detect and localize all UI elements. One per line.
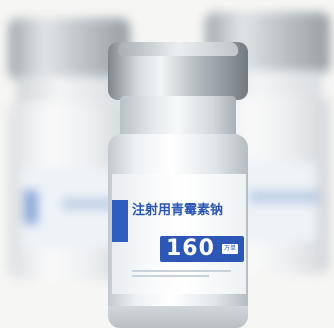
vial-label [22, 168, 122, 248]
dose-value: 160 [166, 236, 215, 261]
vial-label: 注射用青霉素钠 160 万单位 [112, 174, 246, 294]
vial-cap [108, 42, 248, 100]
vial-neck [16, 76, 122, 106]
front-vial: 注射用青霉素钠 160 万单位 [108, 42, 248, 328]
label-fine-lines [132, 270, 242, 280]
cap-top [118, 42, 238, 56]
vial-base [108, 306, 248, 328]
drug-name: 注射用青霉素钠 [132, 203, 224, 218]
dose-box: 160 万单位 [160, 236, 244, 262]
label-fine-print [180, 184, 250, 190]
label-blue-tab [112, 200, 128, 242]
dose-unit: 万单位 [222, 244, 238, 262]
